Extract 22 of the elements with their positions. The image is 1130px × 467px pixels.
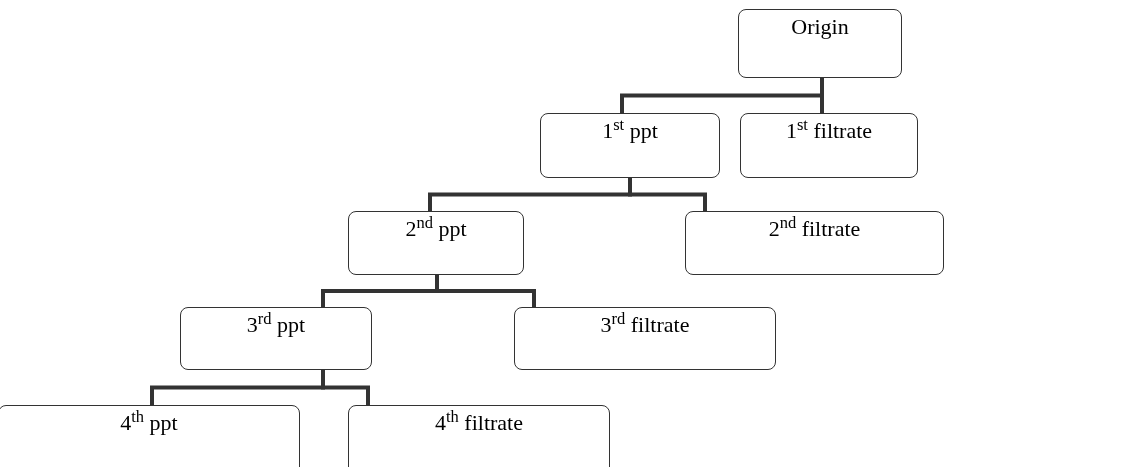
connector-line	[820, 78, 824, 113]
box-label: 2$^{nd}$ filtrate	[768, 218, 861, 240]
process-box	[348, 405, 610, 467]
box-label: 2$^{nd}$ ppt	[405, 218, 467, 240]
box-label: 1$^{st}$ ppt	[602, 120, 658, 142]
process-box	[740, 113, 918, 178]
process-box	[514, 307, 776, 370]
process-box	[685, 211, 944, 275]
box-label: 3$^{rd}$ filtrate	[600, 314, 690, 336]
connector-line	[435, 275, 536, 307]
process-box	[180, 307, 372, 370]
box-label: 4$^{th}$ ppt	[120, 412, 178, 434]
process-box	[348, 211, 524, 275]
process-box	[540, 113, 720, 178]
box-label: 4$^{th}$ filtrate	[435, 412, 523, 434]
process-box	[0, 405, 300, 467]
connector-line	[321, 370, 370, 405]
process-box	[738, 9, 902, 78]
box-label: 3$^{rd}$ ppt	[246, 314, 306, 336]
connector-line	[628, 178, 707, 211]
box-label: Origin	[791, 16, 849, 38]
box-label: 1$^{st}$ filtrate	[785, 120, 873, 142]
